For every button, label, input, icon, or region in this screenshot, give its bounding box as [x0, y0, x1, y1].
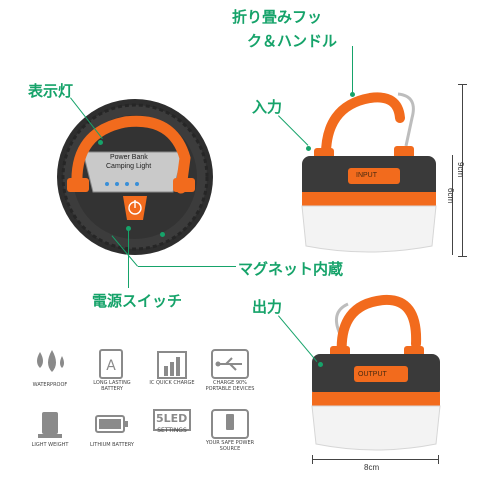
lamp-side-view-lower: [311, 294, 441, 451]
height-dimension: 9cm: [456, 162, 465, 178]
feature-caption-waterproof: WATERPROOF: [32, 382, 68, 388]
quick-charge-icon: [157, 351, 187, 379]
power-switch-leader-dot: [126, 226, 131, 231]
panel-text-line2: Camping Light: [106, 163, 152, 170]
safe-power-icon: [211, 409, 249, 439]
led-badge: 5LED: [156, 412, 188, 425]
feature-caption-led: SETTINGS: [157, 427, 187, 434]
indicator-label: 表示灯: [28, 82, 74, 100]
magnet-label: マグネット内蔵: [238, 260, 344, 278]
indicator-leader-dot: [98, 140, 103, 145]
input-leader-dot: [306, 146, 311, 151]
lamp-side-view-upper: [301, 92, 437, 253]
hook-handle-leader-dot: [350, 92, 355, 97]
power-switch-leader: [128, 230, 129, 288]
panel-text-line1: Power Bank: [110, 154, 148, 161]
magnet-leader: [138, 266, 236, 267]
lithium-battery-icon: [95, 415, 128, 433]
svg-text:A: A: [106, 358, 116, 374]
width-dim-right-tick: [438, 455, 439, 464]
long-lasting-battery-icon: A: [99, 349, 123, 379]
height-dim-top-tick: [458, 84, 467, 85]
usb-icon: [211, 349, 249, 379]
input-label: 入力: [252, 98, 283, 116]
height-dimension-line: [462, 84, 463, 256]
light-weight-icon: [38, 412, 62, 438]
width-dimension: 8cm: [364, 463, 380, 472]
width-dim-left-tick: [312, 455, 313, 464]
output-label: 出力: [252, 298, 283, 316]
feature-caption-quick-charge: IC QUICK CHARGE: [149, 380, 195, 386]
power-switch-label: 電源スイッチ: [92, 292, 183, 310]
body-height-dimension: 6cm: [446, 188, 455, 204]
body-dimension-line: [452, 155, 453, 255]
lamp-top-view: [57, 99, 213, 255]
magnet-leader-dot: [160, 232, 165, 237]
output-port-label: OUTPUT: [358, 371, 387, 378]
led-settings-icon: [153, 409, 191, 431]
height-dim-bottom-tick: [458, 256, 467, 257]
feature-caption-battery: LONG LASTING BATTERY: [93, 380, 131, 392]
feature-caption-light-weight: LIGHT WEIGHT: [31, 442, 69, 448]
output-leader-dot: [318, 362, 323, 367]
width-dimension-line: [312, 459, 438, 460]
hook-handle-label-line1: 折り畳みフッ: [232, 8, 323, 26]
water-drops-icon: [37, 350, 64, 372]
input-port-label: INPUT: [356, 172, 377, 179]
hook-handle-label-line2: ク＆ハンドル: [247, 32, 338, 50]
hook-handle-leader: [352, 46, 353, 94]
feature-caption-lithium: LITHIUM BATTERY: [90, 442, 134, 448]
feature-caption-safe-power: YOUR SAFE POWER SOURCE: [205, 440, 255, 452]
feature-caption-usb: CHARGE 90% PORTABLE DEVICES: [205, 380, 255, 392]
